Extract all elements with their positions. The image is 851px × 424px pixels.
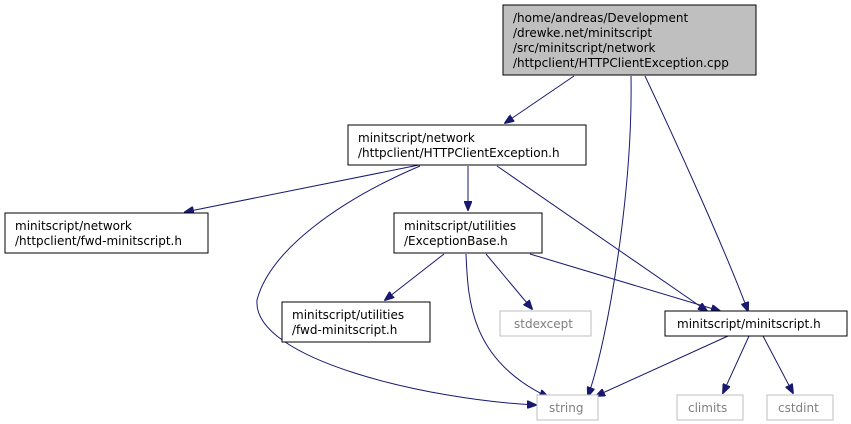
node-label-line: cstdint [778, 401, 819, 415]
node-minitscript-h[interactable]: minitscript/minitscript.h [664, 310, 848, 337]
node-label-line: minitscript/minitscript.h [677, 317, 821, 331]
edge-root-to-minitscript-h [644, 75, 748, 311]
edge-header-to-minitscript-h [496, 165, 707, 311]
node-httpclientexception-h[interactable]: minitscript/network /httpclient/HTTPClie… [347, 124, 587, 166]
node-label-line: /src/minitscript/network [513, 41, 656, 55]
edges [185, 75, 793, 405]
node-box [502, 4, 757, 76]
edge-minitscript-h-to-cstdint [762, 335, 793, 393]
node-label-line: /home/andreas/Development [513, 11, 688, 25]
edge-minitscript-h-to-climits [723, 335, 750, 393]
node-label-line: /httpclient/fwd-minitscript.h [15, 234, 182, 248]
node-string: string [536, 394, 599, 421]
node-label-line: /httpclient/HTTPClientException.h [358, 146, 560, 160]
node-label-line: string [549, 401, 583, 415]
edge-exception-base-to-string [465, 253, 548, 397]
node-box[interactable] [4, 212, 209, 254]
edge-exception-base-to-stdexcept [485, 253, 532, 309]
node-cstdint: cstdint [766, 394, 834, 421]
edge-exception-base-to-fwd-utilities [385, 253, 445, 300]
node-box [499, 310, 592, 337]
node-label-line: stdexcept [514, 317, 573, 331]
node-label-line: /httpclient/HTTPClientException.cpp [513, 56, 729, 70]
node-box[interactable] [393, 212, 543, 254]
node-httpclientexception-cpp: /home/andreas/Development /drewke.net/mi… [502, 4, 757, 76]
node-label-line: climits [688, 401, 727, 415]
node-label-line: minitscript/network [15, 219, 132, 233]
node-label-line: /fwd-minitscript.h [292, 323, 397, 337]
node-fwd-minitscript-utilities-h[interactable]: minitscript/utilities /fwd-minitscript.h [281, 301, 431, 343]
node-label-line: /drewke.net/minitscript [513, 26, 652, 40]
node-exceptionbase-h[interactable]: minitscript/utilities /ExceptionBase.h [393, 212, 543, 254]
edge-exception-base-to-minitscript-h [529, 253, 720, 311]
node-label-line: minitscript/utilities [404, 219, 516, 233]
node-climits: climits [676, 394, 744, 421]
node-box [676, 394, 744, 421]
node-box[interactable] [347, 124, 587, 166]
node-box[interactable] [281, 301, 431, 343]
edge-header-to-string [256, 165, 536, 405]
node-box [766, 394, 834, 421]
node-box [536, 394, 599, 421]
node-fwd-minitscript-network-h[interactable]: minitscript/network /httpclient/fwd-mini… [4, 212, 209, 254]
edge-minitscript-h-to-string [596, 335, 729, 396]
node-stdexcept: stdexcept [499, 310, 592, 337]
node-label-line: /ExceptionBase.h [404, 234, 508, 248]
edge-root-to-header [505, 75, 575, 123]
edge-root-to-string [588, 75, 632, 396]
node-label-line: minitscript/network [358, 131, 475, 145]
node-label-line: minitscript/utilities [292, 308, 404, 322]
node-box[interactable] [664, 310, 848, 337]
edge-header-to-fwd-network [185, 163, 425, 212]
